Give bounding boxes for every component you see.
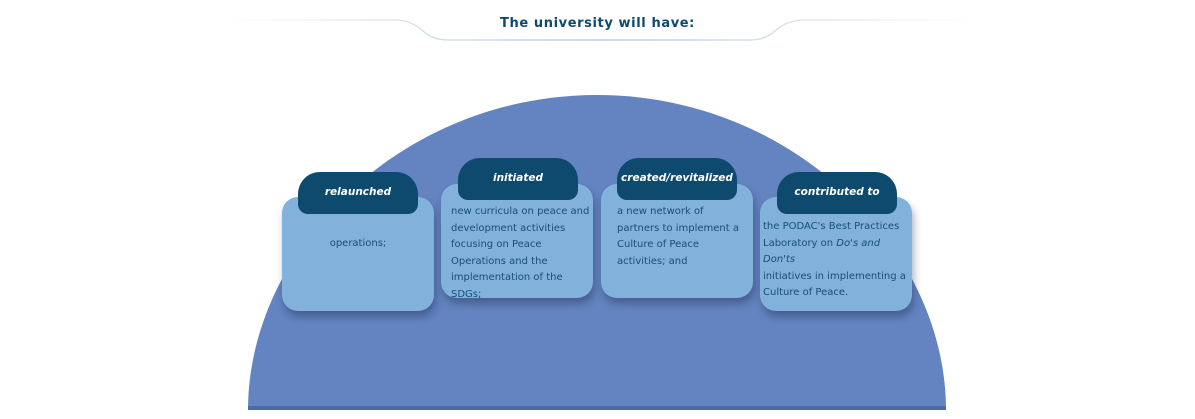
page-title: The university will have: <box>500 16 695 31</box>
text-line: partners to implement a <box>617 222 739 234</box>
text-line: new curricula on peace and <box>451 206 590 217</box>
card-body <box>282 197 434 311</box>
text-line: implementation of the SDGs; <box>451 272 563 300</box>
card-text: a new network of partners to implement a… <box>617 204 752 270</box>
text-line: a new network of <box>617 206 704 217</box>
text-line: focusing on Peace <box>451 239 542 250</box>
card-text: operations; <box>329 238 387 249</box>
text-line: Culture of Peace. <box>763 287 849 298</box>
text-line: Laboratory on Do's and Don'ts <box>763 236 911 269</box>
dome-base-shadow <box>248 406 946 410</box>
dome-shape <box>248 95 946 410</box>
header-divider-right <box>600 19 980 41</box>
card-text: the PODAC's Best Practices Laboratory on… <box>763 219 911 302</box>
header-divider-left <box>220 19 600 41</box>
text-line: activities; and <box>617 255 688 267</box>
text-line: Culture of Peace <box>617 239 700 250</box>
card-heading: relaunched <box>298 172 418 214</box>
text-line: development activities <box>451 222 566 234</box>
text-line: initiatives in implementing a <box>763 270 906 282</box>
text-line: the PODAC's Best Practices <box>763 221 900 232</box>
card-body <box>601 184 753 298</box>
card-body <box>760 197 912 311</box>
card-text: new curricula on peace and development a… <box>451 204 596 303</box>
card-body <box>441 184 593 298</box>
text-fragment: Laboratory on <box>763 237 837 249</box>
card-heading: created/revitalized <box>617 158 737 200</box>
card-heading: initiated <box>458 158 578 200</box>
text-line: Operations and the <box>451 255 548 267</box>
text-emphasis: Do's and Don'ts <box>763 237 881 266</box>
card-heading: contributed to <box>777 172 897 214</box>
